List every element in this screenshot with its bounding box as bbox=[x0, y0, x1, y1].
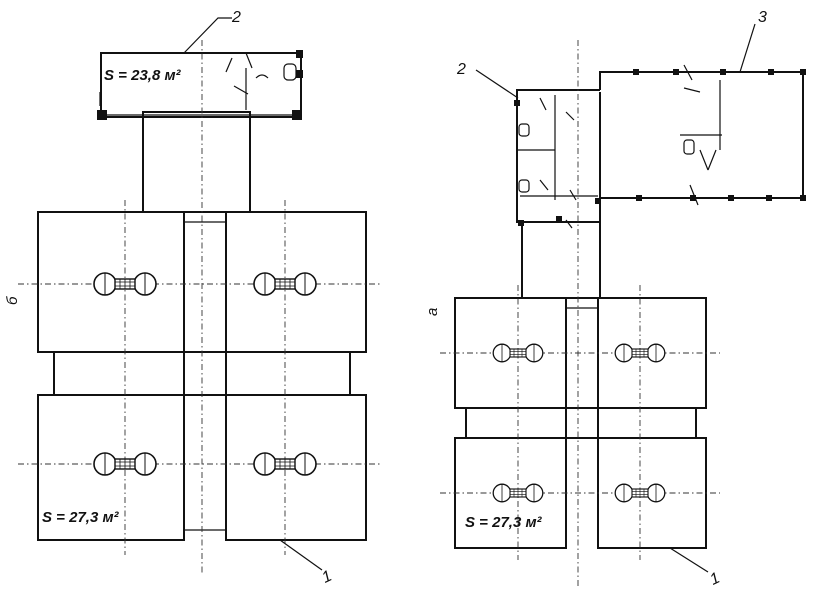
right-stall-icon-2 bbox=[614, 343, 666, 363]
right-callout-3: 3 bbox=[758, 9, 767, 26]
right-callout-1-leader bbox=[669, 547, 709, 573]
right-stall-icon-4 bbox=[614, 483, 666, 503]
left-top-room bbox=[97, 50, 303, 120]
left-callout-2-leader bbox=[183, 17, 232, 54]
left-plan: S = 23,8 м² S = 27,3 м² 2 1 б bbox=[4, 9, 380, 587]
left-connector bbox=[142, 111, 251, 213]
left-callout-1: 1 bbox=[319, 568, 334, 587]
left-top-room-area: S = 23,8 м² bbox=[104, 67, 182, 84]
right-aisle bbox=[565, 298, 599, 548]
left-callout-2: 2 bbox=[231, 9, 241, 26]
right-callout-2-leader bbox=[475, 69, 519, 99]
right-bottom-area: S = 27,3 м² bbox=[465, 514, 543, 531]
right-stall-icon-1 bbox=[492, 343, 544, 363]
right-large-room bbox=[599, 64, 806, 206]
right-callout-2: 2 bbox=[456, 61, 466, 78]
right-middle-link bbox=[465, 407, 697, 439]
left-aisle bbox=[183, 212, 227, 540]
right-amenity-room bbox=[514, 89, 601, 229]
right-callout-3-leader bbox=[739, 23, 756, 73]
left-axes bbox=[18, 40, 380, 575]
right-callout-1: 1 bbox=[707, 570, 722, 589]
right-connector bbox=[521, 221, 601, 299]
right-plan: S = 27,3 м² 2 3 1 а bbox=[424, 9, 806, 589]
right-axes bbox=[440, 40, 720, 588]
left-stall-icon-1 bbox=[93, 272, 157, 296]
left-variant-label: б bbox=[4, 296, 21, 305]
left-bottom-area: S = 27,3 м² bbox=[42, 509, 120, 526]
right-variant-label: а bbox=[424, 308, 441, 316]
left-stall-icon-2 bbox=[253, 272, 317, 296]
right-stall-icon-3 bbox=[492, 483, 544, 503]
left-callout-1-leader bbox=[279, 539, 323, 571]
